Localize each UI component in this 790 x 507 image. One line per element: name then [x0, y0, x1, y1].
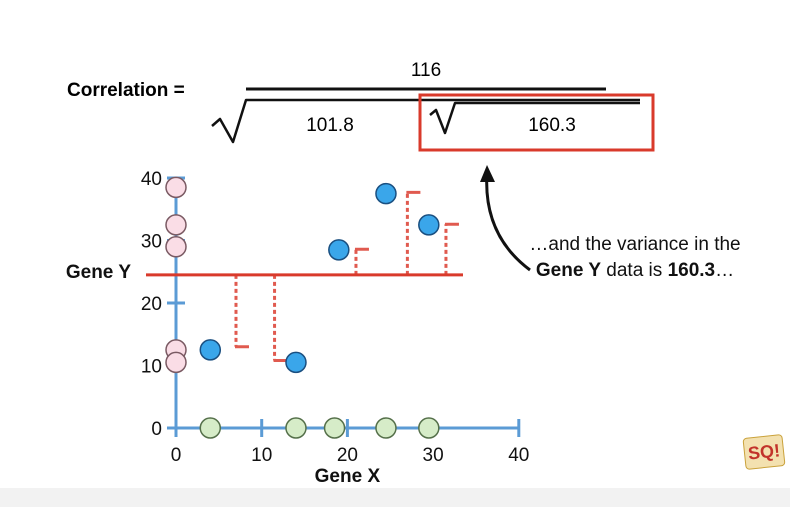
- x-marginal-point: [418, 417, 440, 439]
- caption-bold-gene-y: Gene Y: [535, 260, 602, 281]
- data-point: [199, 339, 222, 361]
- sqrt-inner-icon: [429, 101, 640, 135]
- y-tick-label: 20: [141, 294, 162, 315]
- numerator-value: 116: [411, 60, 441, 81]
- x-axis-label: Gene X: [315, 466, 381, 487]
- caption-bold-variance: 160.3: [667, 260, 716, 281]
- y-tick-label: 30: [141, 232, 162, 253]
- caption-text: …and the variance in the Gene Y data is …: [520, 232, 750, 284]
- y-marginal-point: [165, 176, 187, 199]
- curved-arrow: [485, 172, 531, 272]
- x-tick-label: 40: [508, 445, 529, 466]
- data-point: [285, 351, 307, 374]
- denominator-left-value: 101.8: [306, 115, 354, 136]
- x-marginal-point: [285, 417, 307, 439]
- logo-text: SQ!: [746, 439, 781, 464]
- statquest-logo: SQ!: [742, 433, 786, 471]
- x-marginal-point: [323, 417, 346, 439]
- caption-part-3: …: [715, 260, 735, 281]
- y-tick-label: 40: [141, 169, 162, 190]
- x-tick-label: 20: [337, 445, 358, 466]
- x-tick-label: 0: [171, 445, 182, 466]
- x-marginal-point: [375, 417, 397, 439]
- arrowhead-icon: [480, 165, 495, 182]
- y-axis-label: Gene Y: [66, 262, 131, 283]
- highlight-box: [418, 93, 655, 152]
- correlation-label: Correlation =: [67, 80, 185, 101]
- data-point: [418, 214, 440, 236]
- x-tick-label: 10: [251, 445, 272, 466]
- x-tick-label: 30: [423, 445, 444, 466]
- y-marginal-point: [165, 351, 187, 374]
- caption-part-2: data is: [601, 260, 668, 281]
- denominator-right-value: 160.3: [528, 115, 576, 136]
- y-marginal-point: [165, 236, 187, 258]
- y-tick-label: 0: [151, 419, 162, 440]
- y-tick-label: 10: [141, 357, 162, 378]
- data-point: [328, 239, 350, 261]
- data-point: [375, 182, 397, 205]
- y-marginal-point: [165, 214, 187, 236]
- x-marginal-point: [199, 417, 222, 439]
- caption-part-1: …and the variance in the: [529, 234, 741, 255]
- sqrt-outer-icon: [211, 98, 640, 144]
- footer-bar: [0, 488, 790, 507]
